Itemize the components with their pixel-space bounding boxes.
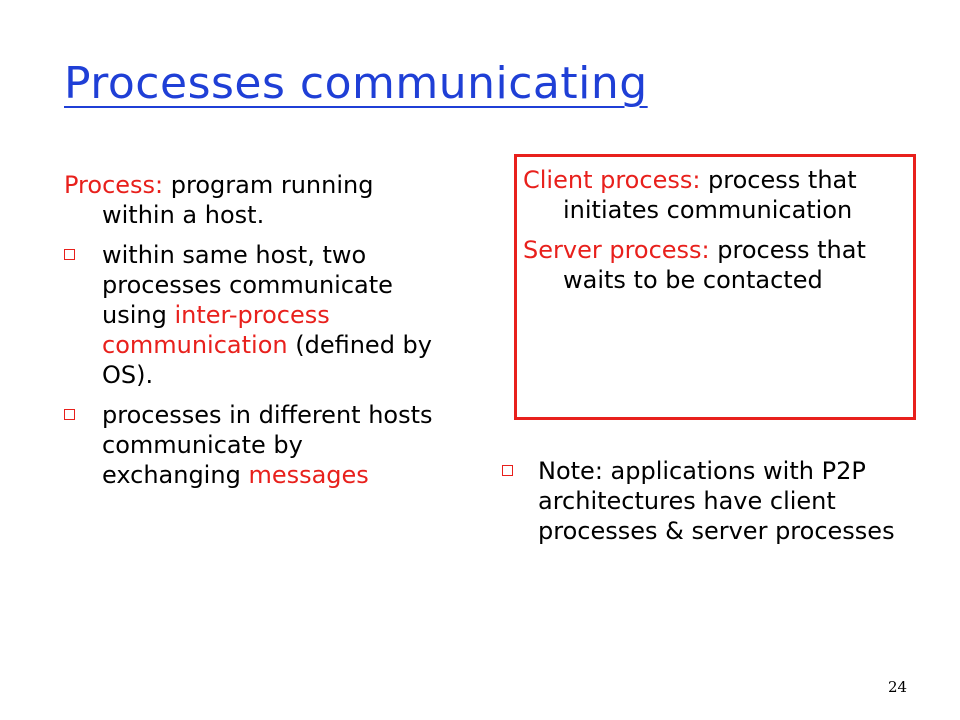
messages-term: messages <box>248 461 369 489</box>
process-definition: Process: program running within a host. <box>64 170 444 230</box>
process-definition-text: program running within a host. <box>102 171 374 229</box>
slide-title: Processes communicating <box>64 58 648 109</box>
client-definition: Client process: process that initiates c… <box>523 166 857 224</box>
bullet-icon <box>64 240 102 270</box>
process-term: Process: <box>64 171 164 199</box>
note-section: Note: applications with P2P architecture… <box>502 456 922 556</box>
client-server-box: Client process: process that initiates c… <box>514 154 916 420</box>
page-number: 24 <box>888 678 908 696</box>
server-term: Server process: <box>523 236 710 264</box>
bullet-icon <box>502 456 538 486</box>
bullet-different-hosts: processes in different hosts communicate… <box>64 400 444 490</box>
bullet-same-host: within same host, two processes communic… <box>64 240 444 390</box>
client-term: Client process: <box>523 166 701 194</box>
bullet-icon <box>64 400 102 430</box>
ipc-term: inter-process communication <box>102 301 330 359</box>
left-column: Process: program running within a host. … <box>64 170 444 500</box>
note-text: Note: applications with P2P architecture… <box>538 457 895 545</box>
server-definition: Server process: process that waits to be… <box>523 236 866 294</box>
note-bullet: Note: applications with P2P architecture… <box>502 456 922 546</box>
